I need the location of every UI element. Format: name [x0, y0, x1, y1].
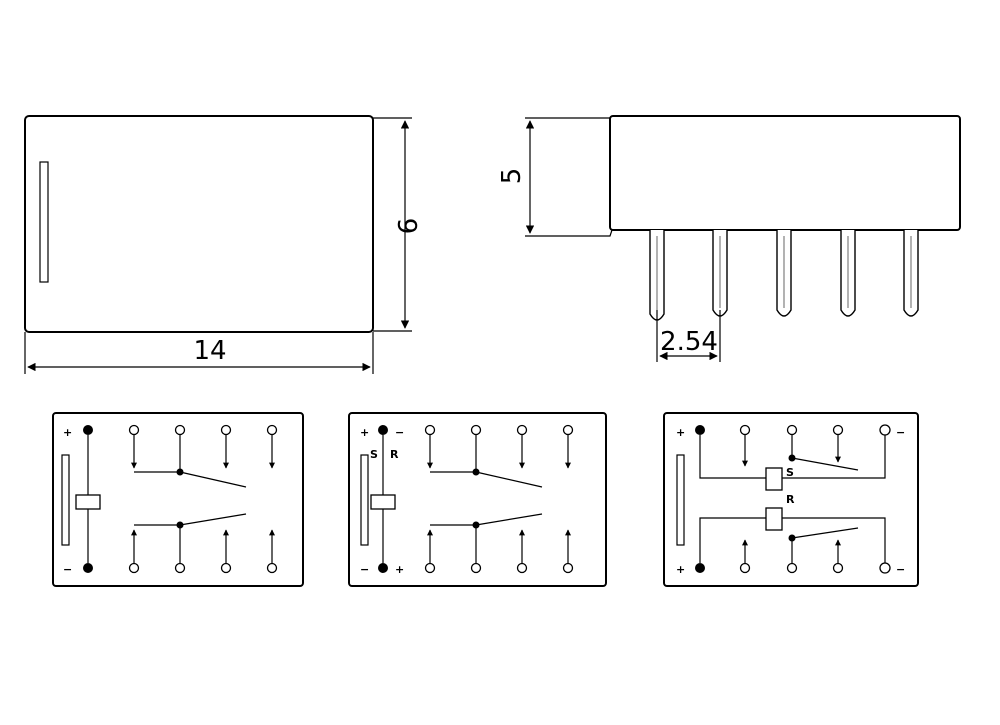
- s1-terminal-top-1: [128, 424, 140, 436]
- reset-coil-wire-right: [782, 517, 886, 563]
- s1-terminal-bottom-3: [220, 562, 232, 574]
- s2-terminal-top-3: [516, 424, 528, 436]
- s3-set-label: S: [786, 466, 794, 479]
- s2-top-armature: [475, 471, 543, 488]
- s2-bottom-armature: [475, 513, 543, 526]
- s3-terminal-bottom-left: [695, 563, 705, 573]
- s2-set-label: S: [370, 448, 378, 461]
- s3-terminal-bottom-3: [832, 562, 844, 574]
- s1-terminal-bottom-1: [128, 562, 140, 574]
- s2-terminal-bottom-4: [562, 562, 574, 574]
- s2-terminal-top-1: [424, 424, 436, 436]
- s3-terminal-bottom-2: [786, 562, 798, 574]
- s3-plus-bottom: +: [676, 563, 685, 576]
- s2-plus-bottom: +: [395, 563, 404, 576]
- s3-minus-bottom: −: [896, 563, 905, 576]
- s3-terminal-top-3: [832, 424, 844, 436]
- s1-bottom-armature: [179, 513, 247, 526]
- s3-reset-label: R: [786, 493, 795, 506]
- s2-terminal-bottom-1: [424, 562, 436, 574]
- s3-terminal-top-2: [786, 424, 798, 436]
- s3-plus-top: +: [676, 426, 685, 439]
- height-label: 9: [391, 218, 421, 235]
- s2-minus-bottom: −: [360, 563, 369, 576]
- contact-group-1: [128, 424, 278, 574]
- contact-group-3: [739, 424, 859, 574]
- s2-plus-top: +: [360, 426, 369, 439]
- s3-terminal-top-right: [879, 424, 891, 436]
- s3-minus-top: −: [896, 426, 905, 439]
- s3-terminal-bottom-1: [739, 562, 751, 574]
- s2-terminal-top-2: [470, 424, 482, 436]
- set-coil-wire-left: [699, 435, 766, 479]
- s1-top-armature: [179, 471, 247, 488]
- s3-terminal-top-1: [739, 424, 751, 436]
- reset-coil-wire-left: [699, 517, 766, 563]
- coil-terminal-top: [83, 425, 93, 435]
- s3-terminal-top-left: [695, 425, 705, 435]
- s1-terminal-top-2: [174, 424, 186, 436]
- s1-terminal-bottom-4: [266, 562, 278, 574]
- s3-top-armature: [791, 457, 859, 471]
- schematic-frame-1: [52, 412, 304, 587]
- coil-plus-label: +: [63, 426, 72, 439]
- polarity-bar-3: [676, 454, 685, 546]
- polarity-bar-2: [360, 454, 369, 546]
- s3-bottom-armature: [791, 527, 859, 539]
- relay-body-top: [24, 115, 374, 333]
- polarity-mark: [39, 161, 49, 283]
- s2-terminal-top-4: [562, 424, 574, 436]
- pin-row: [649, 230, 919, 321]
- ext-line-side-bottom: [525, 229, 613, 237]
- schematic-frame-2: [348, 412, 607, 587]
- s3-terminal-bottom-right: [879, 562, 891, 574]
- s2-coil-terminal-top: [378, 425, 388, 435]
- reset-coil-symbol: [765, 507, 783, 531]
- s2-minus-top: −: [395, 426, 404, 439]
- coil-minus-label: −: [63, 563, 72, 576]
- set-coil-wire-right: [782, 435, 886, 479]
- s1-terminal-top-3: [220, 424, 232, 436]
- s2-terminal-bottom-2: [470, 562, 482, 574]
- schematic-dual-coil-latching: + − S R + −: [663, 412, 919, 587]
- schematic-frame-3: [663, 412, 919, 587]
- schematic-standard: + −: [52, 412, 304, 587]
- width-label: 14: [193, 336, 226, 366]
- s2-reset-label: R: [390, 448, 399, 461]
- s1-terminal-bottom-2: [174, 562, 186, 574]
- schematic-single-coil-latching: + − S R − +: [348, 412, 607, 587]
- polarity-bar-1: [61, 454, 70, 546]
- set-coil-symbol: [765, 467, 783, 491]
- pitch-label: 2.54: [660, 327, 718, 357]
- side-view: 5 2.54: [497, 115, 961, 362]
- s2-coil-terminal-bottom: [378, 563, 388, 573]
- s2-coil-symbol: [370, 494, 396, 510]
- relay-body-side: [609, 115, 961, 231]
- coil-terminal-bottom: [83, 563, 93, 573]
- s2-terminal-bottom-3: [516, 562, 528, 574]
- s1-terminal-top-4: [266, 424, 278, 436]
- coil-symbol: [75, 494, 101, 510]
- contact-group-2: [424, 424, 574, 574]
- depth-label: 5: [497, 168, 527, 185]
- top-view: 9 14: [24, 115, 421, 374]
